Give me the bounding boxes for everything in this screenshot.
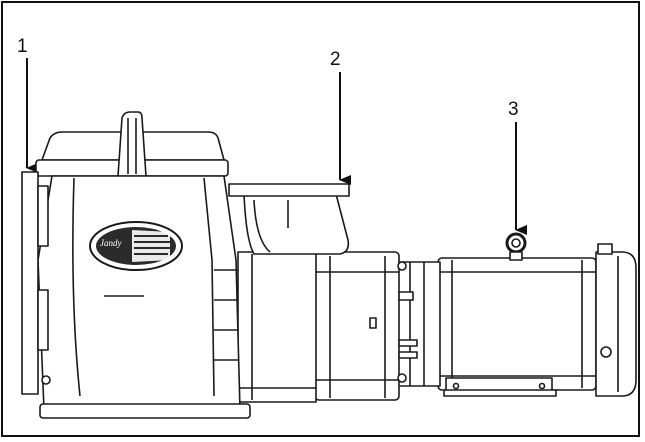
diagram-frame [1, 1, 640, 437]
seal-plate [304, 251, 418, 401]
lifting-eye [505, 232, 527, 261]
inlet-flange [21, 171, 39, 395]
brand-badge [89, 221, 183, 271]
callout-arrows [26, 58, 527, 235]
discharge-riser [243, 193, 350, 255]
discharge-flange [228, 183, 350, 197]
motor-body [437, 257, 597, 391]
volute [228, 183, 350, 403]
motor [395, 232, 637, 397]
lid-handle [117, 111, 147, 177]
seal-plate-body [314, 251, 400, 401]
callout-1-label: 1 [17, 36, 28, 57]
callout-3-label: 3 [508, 99, 519, 120]
pump-base [39, 403, 251, 419]
motor-end-cap [595, 251, 637, 397]
conduit-plug [600, 346, 612, 358]
volute-body [237, 251, 317, 403]
strainer-pot [21, 111, 251, 419]
brand-badge-text: Jandy [100, 238, 122, 248]
callout-2-label: 2 [330, 49, 341, 70]
pump-drawing [21, 111, 637, 419]
strainer-body [37, 175, 241, 411]
